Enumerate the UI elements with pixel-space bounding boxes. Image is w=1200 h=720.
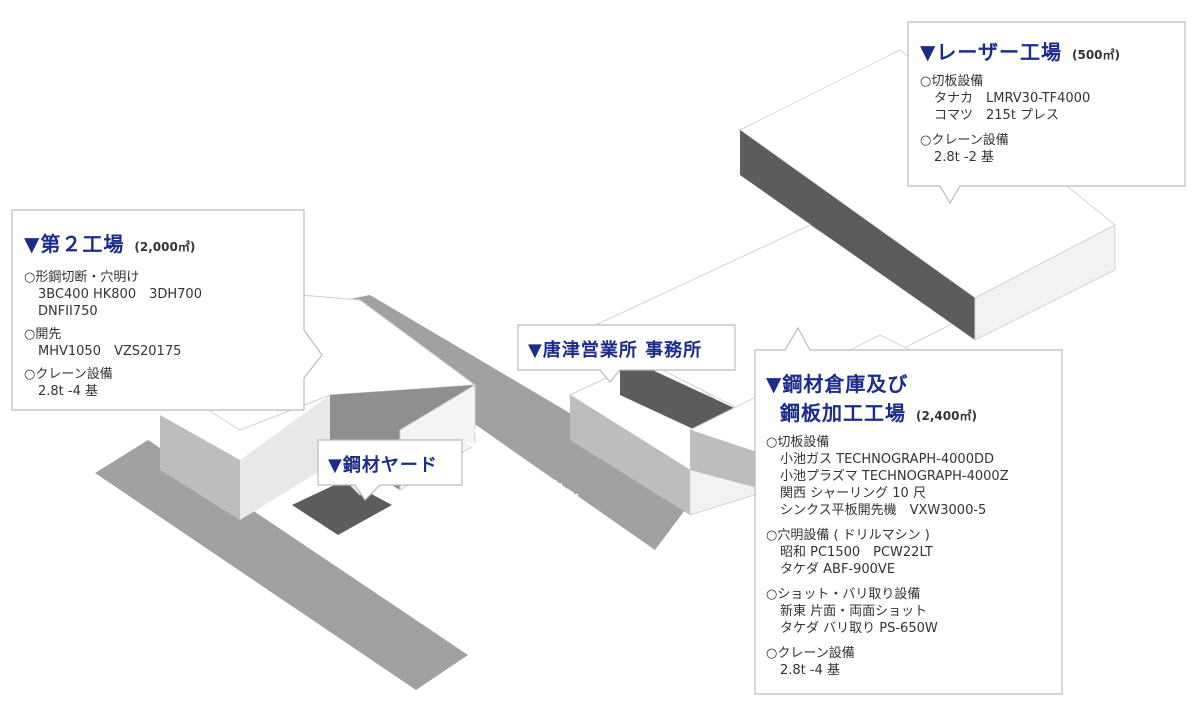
laser-line: ○切板設備 [920,74,984,89]
factory2-line: DNFII750 [38,304,98,319]
laser-side [974,224,1116,341]
warehouse-callout-box [754,326,1063,695]
yard-label: ▼鋼材ヤード [328,455,438,476]
office-label-box [517,324,736,383]
factory2-section: ○開先 MHV1050 VZS20175 [24,326,202,360]
warehouse-callout: ▼鋼材倉庫及び 鋼板加工工場 (2,400㎡) ○切板設備 小池ガス TECHNO… [766,368,1009,679]
laser-line: 2.8t -2 基 [934,150,994,165]
warehouse-line: タケダ ABF-900VE [780,562,896,577]
laser-title-row: ▼レーザー工場 (500㎡) [920,36,1120,65]
warehouse-line: ○切板設備 [766,435,830,450]
warehouse-section: ○穴明設備 ( ドリルマシン ) 昭和 PC1500 PCW22LT タケダ A… [766,527,1009,578]
factory2-line: 3BC400 HK800 3DH700 [38,287,202,302]
warehouse-section: ○切板設備 小池ガス TECHNOGRAPH-4000DD 小池プラズマ TEC… [766,434,1009,519]
warehouse-line: 小池ガス TECHNOGRAPH-4000DD [780,452,994,467]
laser-section: ○クレーン設備 2.8t -2 基 [920,132,1120,166]
warehouse-line: 関西 シャーリング 10 尺 [780,486,926,501]
factory2-title-row: ▼第２工場 (2,000㎡) [24,228,202,257]
laser-section: ○切板設備 タナカ LMRV30-TF4000 コマツ 215t プレス [920,73,1120,124]
laser-title: ▼レーザー工場 [920,40,1062,64]
warehouse-line: 小池プラズマ TECHNOGRAPH-4000Z [780,469,1009,484]
laser-callout: ▼レーザー工場 (500㎡) ○切板設備 タナカ LMRV30-TF4000 コマ… [920,36,1120,166]
factory2-callout: ▼第２工場 (2,000㎡) ○形鋼切断・穴明け 3BC400 HK800 3DH… [24,228,202,400]
laser-area: (500㎡) [1071,48,1121,62]
laser-front [740,130,975,340]
warehouse-title-line1: ▼鋼材倉庫及び [766,372,909,396]
office-front [570,395,690,515]
factory2-section: ○クレーン設備 2.8t -4 基 [24,366,202,400]
laser-line: コマツ 215t プレス [934,108,1060,123]
warehouse-line: タケダ バリ取り PS-650W [780,621,938,636]
factory2-section: ○形鋼切断・穴明け 3BC400 HK800 3DH700 DNFII750 [24,269,202,320]
factory2-line: ○形鋼切断・穴明け [24,270,140,285]
warehouse-line: 2.8t -4 基 [780,663,840,678]
laser-callout-box [907,21,1186,205]
factory2-side [240,395,330,520]
warehouse-line: 昭和 PC1500 PCW22LT [780,545,933,560]
warehouse-section: ○ショット・バリ取り設備 新東 片面・両面ショット タケダ バリ取り PS-65… [766,586,1009,637]
office-label: ▼唐津営業所 事務所 [528,340,703,361]
warehouse-line: ○穴明設備 ( ドリルマシン ) [766,528,930,543]
warehouse-line: ○クレーン設備 [766,646,855,661]
warehouse-line: ○ショット・バリ取り設備 [766,587,921,602]
factory2-line: 2.8t -4 基 [38,384,98,399]
warehouse-title-row: ▼鋼材倉庫及び 鋼板加工工場 (2,400㎡) [766,368,1009,426]
factory2-line: ○開先 [24,327,62,342]
factory2-area: (2,000㎡) [134,240,196,254]
factory2-front [160,415,240,520]
factory2-title: ▼第２工場 [24,232,125,256]
road-main [95,440,468,690]
factory2-line: MHV1050 VZS20175 [38,344,182,359]
factory2-line: ○クレーン設備 [24,367,113,382]
factory2-callout-box [11,209,323,411]
warehouse-area: (2,400㎡) [916,409,977,423]
warehouse-title-line2-row: 鋼板加工工場 (2,400㎡) [766,397,1009,426]
yard-label-box [317,439,463,501]
warehouse-section: ○クレーン設備 2.8t -4 基 [766,645,1009,679]
warehouse-line: 新東 片面・両面ショット [780,604,928,619]
warehouse-title-line2: 鋼板加工工場 [780,401,906,425]
warehouse-line: シンクス平板開先機 VXW3000-5 [780,503,987,518]
laser-line: ○クレーン設備 [920,133,1009,148]
laser-line: タナカ LMRV30-TF4000 [934,91,1091,106]
